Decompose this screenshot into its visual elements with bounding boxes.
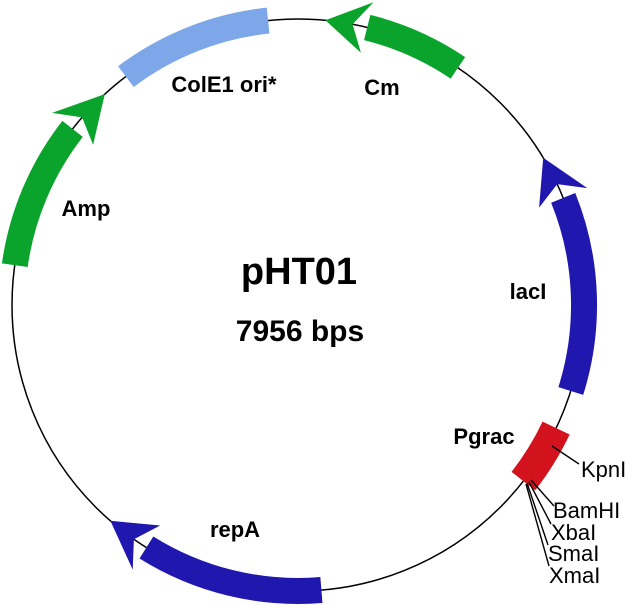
site-bamhi-label: BamHI xyxy=(553,498,620,523)
feature-pgrac-label: Pgrac xyxy=(453,424,514,449)
feature-cole1-ori-segment xyxy=(118,7,270,88)
xbai-leader-line xyxy=(528,481,552,525)
feature-amp-label: Amp xyxy=(62,196,111,221)
kpni-leader-line xyxy=(551,445,580,465)
feature-repa-label: repA xyxy=(210,517,260,542)
feature-laci-arrowhead xyxy=(539,157,588,208)
smai-leader-line xyxy=(526,482,549,546)
site-xmai-label: XmaI xyxy=(549,563,600,588)
feature-cole1-label: ColE1 ori* xyxy=(171,72,277,97)
feature-cm-arrowhead xyxy=(325,2,374,53)
feature-repa-body xyxy=(139,536,323,604)
xmai-leader-line xyxy=(525,483,550,567)
site-xbai-label: XbaI xyxy=(551,520,596,545)
feature-repa-arrowhead xyxy=(110,520,161,570)
site-smai-label: SmaI xyxy=(548,541,599,566)
plasmid-size: 7956 bps xyxy=(236,315,364,348)
feature-laci-body xyxy=(551,193,598,395)
feature-amp-arrowhead xyxy=(52,94,105,145)
bamhi-leader-line xyxy=(530,479,555,507)
feature-cm-label: Cm xyxy=(364,75,399,100)
feature-pgrac-block xyxy=(511,421,570,491)
feature-amp-body xyxy=(1,120,83,268)
site-kpni-label: KpnI xyxy=(581,457,626,482)
feature-laci-label: lacI xyxy=(510,279,547,304)
feature-cm-body xyxy=(363,14,466,79)
plasmid-name: pHT01 xyxy=(241,251,357,293)
